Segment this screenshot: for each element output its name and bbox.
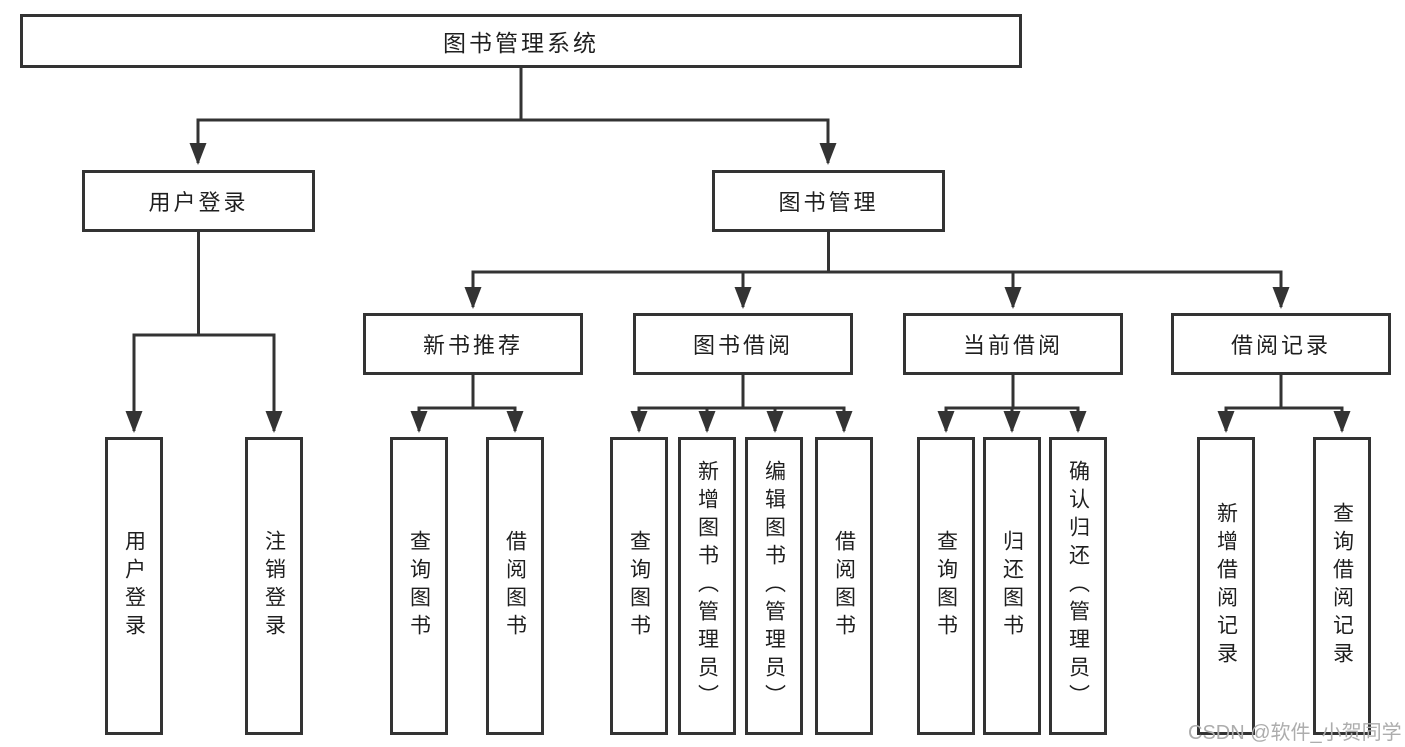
node-library-system: 图书管理系统 bbox=[20, 14, 1022, 68]
leaf-borrow-books: 借阅图书 bbox=[815, 437, 873, 735]
node-book-borrow: 图书借阅 bbox=[633, 313, 853, 375]
node-label: 借阅图书 bbox=[832, 530, 856, 642]
node-label: 借阅记录 bbox=[1230, 333, 1331, 358]
node-label: 用户登录 bbox=[148, 190, 249, 215]
node-label: 图书借阅 bbox=[692, 333, 793, 358]
node-label: 图书管理 bbox=[778, 190, 879, 215]
node-user-login: 用户登录 bbox=[82, 170, 315, 232]
csdn-watermark: CSDN @软件_小贺同学 bbox=[1188, 722, 1402, 744]
leaf-query-borrow-record: 查询借阅记录 bbox=[1313, 437, 1371, 735]
leaf-query-books: 查询图书 bbox=[390, 437, 448, 735]
node-label: 用户登录 bbox=[122, 530, 146, 642]
node-label: 新增图书（管理员） bbox=[695, 460, 719, 712]
node-label: 查询图书 bbox=[934, 530, 958, 642]
node-label: 图书管理系统 bbox=[443, 30, 599, 56]
leaf-user-login: 用户登录 bbox=[105, 437, 163, 735]
node-label: 新增借阅记录 bbox=[1214, 502, 1238, 670]
node-current-borrow: 当前借阅 bbox=[903, 313, 1123, 375]
node-label: 查询图书 bbox=[627, 530, 651, 642]
leaf-query-books: 查询图书 bbox=[917, 437, 975, 735]
node-label: 确认归还（管理员） bbox=[1066, 460, 1090, 712]
leaf-return-book: 归还图书 bbox=[983, 437, 1041, 735]
leaf-add-borrow-record: 新增借阅记录 bbox=[1197, 437, 1255, 735]
node-book-management: 图书管理 bbox=[712, 170, 945, 232]
node-label: 注销登录 bbox=[262, 530, 286, 642]
leaf-borrow-books: 借阅图书 bbox=[486, 437, 544, 735]
node-label: 当前借阅 bbox=[962, 333, 1063, 358]
leaf-logout-login: 注销登录 bbox=[245, 437, 303, 735]
leaf-query-books: 查询图书 bbox=[610, 437, 668, 735]
leaf-edit-book-admin: 编辑图书（管理员） bbox=[745, 437, 803, 735]
node-label: 查询借阅记录 bbox=[1330, 502, 1354, 670]
node-new-book-recommend: 新书推荐 bbox=[363, 313, 583, 375]
leaf-confirm-return-admin: 确认归还（管理员） bbox=[1049, 437, 1107, 735]
node-label: 查询图书 bbox=[407, 530, 431, 642]
node-label: 借阅图书 bbox=[503, 530, 527, 642]
node-label: 新书推荐 bbox=[422, 333, 523, 358]
leaf-add-book-admin: 新增图书（管理员） bbox=[678, 437, 736, 735]
node-label: 编辑图书（管理员） bbox=[762, 460, 786, 712]
node-borrow-records: 借阅记录 bbox=[1171, 313, 1391, 375]
node-label: 归还图书 bbox=[1000, 530, 1024, 642]
